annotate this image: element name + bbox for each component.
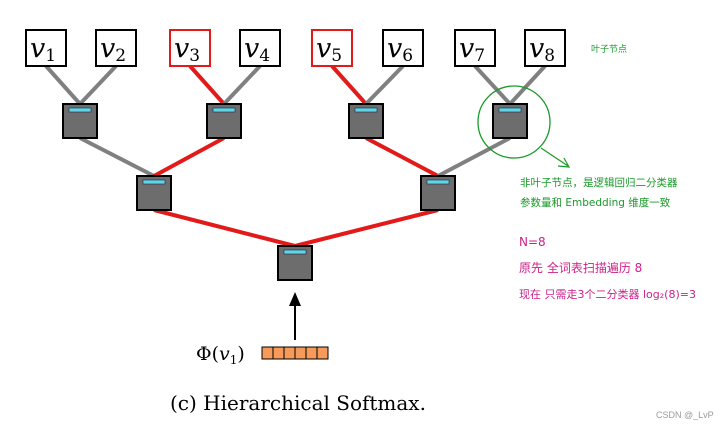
classifier-node-root xyxy=(277,245,313,281)
leaf-node-v4: v4 xyxy=(239,29,281,67)
edge-v7 xyxy=(473,64,512,106)
leaf-node-v6: v6 xyxy=(382,29,424,67)
n-note: N=8 xyxy=(519,235,546,249)
watermark-text: CSDN @_LvP xyxy=(656,410,714,420)
input-embedding-label: Φ(v1) xyxy=(196,343,245,367)
edges-level2 xyxy=(79,136,511,178)
leaf-label-v8: v8 xyxy=(529,33,555,66)
now-note: 现在 只需走3个二分类器 log₂(8)=3 xyxy=(519,287,696,301)
edge-v3 xyxy=(188,64,226,106)
classifier-node-1 xyxy=(62,103,98,139)
leaf-node-v2: v2 xyxy=(95,29,137,67)
annotation-arrow xyxy=(540,147,571,168)
leaf-label-v7: v7 xyxy=(459,33,485,66)
edge-v4 xyxy=(222,64,262,106)
input-arrow xyxy=(289,292,301,340)
classifier-node-6 xyxy=(420,175,456,211)
leaf-node-v1: v1 xyxy=(25,29,67,67)
leaf-label-v2: v2 xyxy=(100,33,126,66)
figure-caption: (c) Hierarchical Softmax. xyxy=(170,391,426,415)
classifier-node-3 xyxy=(348,103,384,139)
edge-right-root xyxy=(294,208,439,248)
leaf-label-v1: v1 xyxy=(30,33,56,66)
nonleaf-note-line2: 参数量和 Embedding 维度一致 xyxy=(520,196,671,209)
edge-v8 xyxy=(508,64,547,106)
edges-root xyxy=(153,208,439,248)
leaf-node-v7: v7 xyxy=(454,29,496,67)
edge-n2-left xyxy=(153,136,225,178)
classifier-node-5 xyxy=(136,175,172,211)
nonleaf-note-line1: 非叶子节点，是逻辑回归二分类器 xyxy=(520,176,678,189)
edge-n3-right xyxy=(365,136,439,178)
classifier-node-2 xyxy=(206,103,242,139)
edge-v1 xyxy=(44,64,82,106)
edge-n1-left xyxy=(79,136,155,178)
edge-v5 xyxy=(330,64,368,106)
edge-left-root xyxy=(153,208,296,248)
edges-level1 xyxy=(44,64,547,106)
classifier-node-4 xyxy=(492,103,528,139)
leaf-node-v3: v3 xyxy=(169,29,211,67)
leaf-label-v5: v5 xyxy=(316,33,342,66)
internal-nodes xyxy=(62,103,528,281)
leaf-node-v5: v5 xyxy=(311,29,353,67)
leaf-node-note: 叶子节点 xyxy=(591,44,627,55)
edge-n4-right xyxy=(437,136,511,178)
before-note: 原先 全词表扫描遍历 8 xyxy=(519,260,642,275)
highlight-circle xyxy=(477,85,551,159)
input-embedding-vector xyxy=(261,346,329,360)
edge-v2 xyxy=(78,64,118,106)
edge-v6 xyxy=(364,64,405,106)
leaf-label-v6: v6 xyxy=(387,33,413,66)
leaf-nodes: v1 v2 v3 v4 v5 v6 v7 v8 xyxy=(25,29,566,67)
leaf-label-v4: v4 xyxy=(244,33,270,66)
leaf-label-v3: v3 xyxy=(174,33,200,66)
leaf-node-v8: v8 xyxy=(524,29,566,67)
